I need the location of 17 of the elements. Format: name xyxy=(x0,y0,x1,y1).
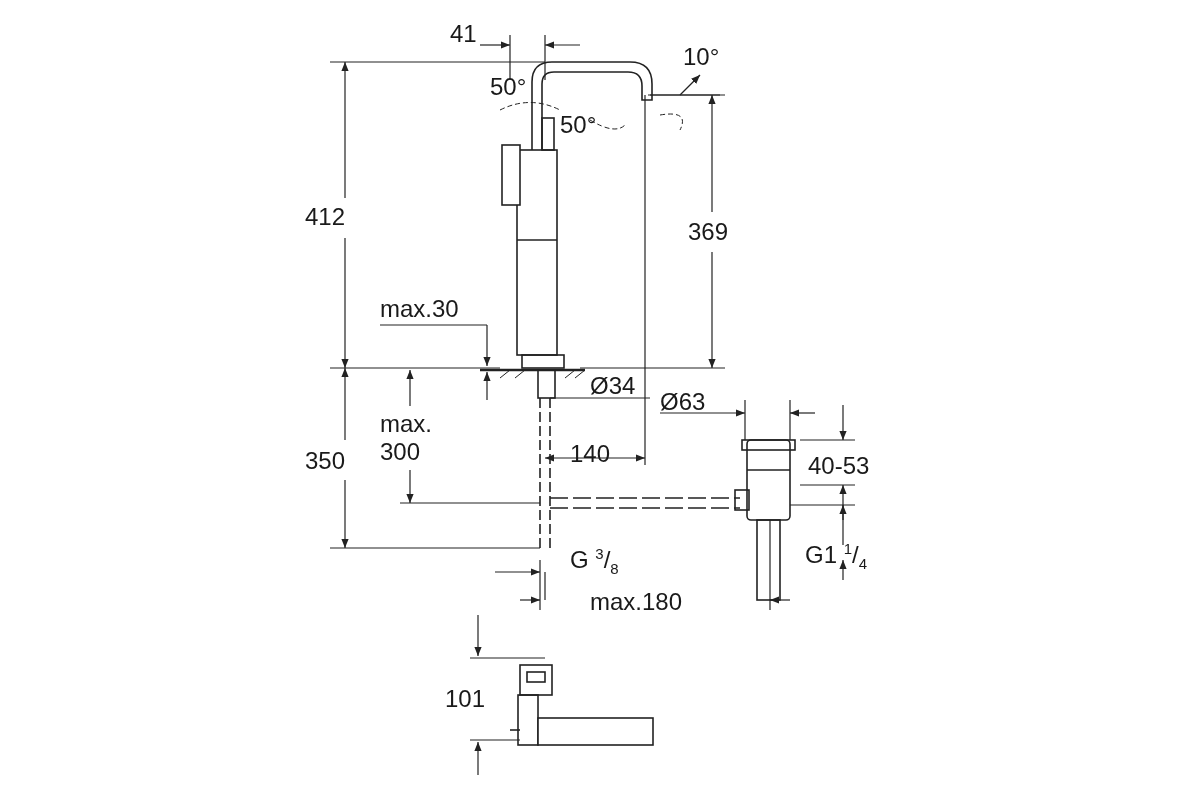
dimension-label: 101 xyxy=(445,685,486,713)
dimension-label: 140 xyxy=(570,440,611,468)
dimension-label: 412 xyxy=(305,203,346,231)
dimension-label: 369 xyxy=(688,218,729,246)
dimension-label: 50° xyxy=(560,111,597,139)
dimension-label: 10° xyxy=(683,43,720,71)
dimension-label: 50° xyxy=(490,73,527,101)
dimension-label: Ø34 xyxy=(590,372,636,400)
dimension-label: max.30 xyxy=(380,295,459,323)
dimension-label: Ø63 xyxy=(660,388,706,416)
dimension-label: 40-53 xyxy=(808,452,870,480)
dimension-label: 350 xyxy=(305,447,346,475)
dimension-label: max.180 xyxy=(590,588,683,616)
dimension-label: max. 300 xyxy=(380,410,433,466)
dimension-label: G1 $^{1}$/$_{4}$ xyxy=(805,539,868,574)
dimension-label: G $^{3}$/$_{8}$ xyxy=(570,544,619,579)
dimension-label: 41 xyxy=(450,20,477,48)
